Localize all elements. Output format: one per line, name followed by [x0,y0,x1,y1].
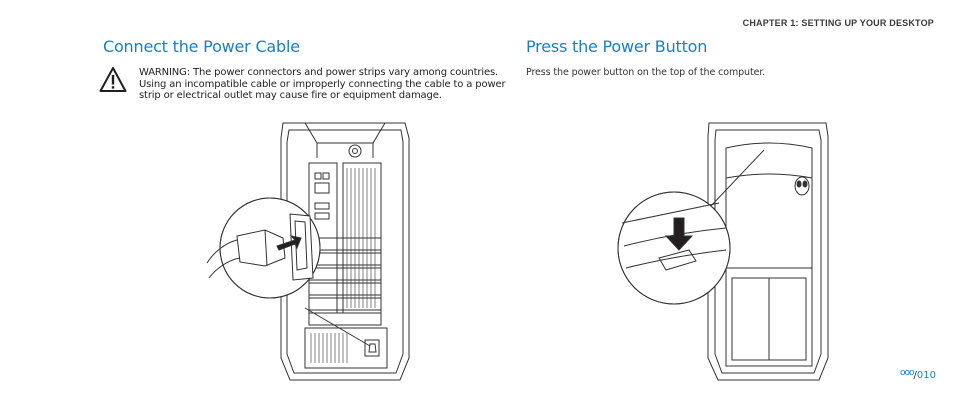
warning-triangle-icon [99,67,127,92]
warning-text: WARNING: The power connectors and power … [139,67,506,101]
page-slash: / [913,370,917,381]
power-cable-illustration [206,122,410,381]
alien-glyph-icon: ooo [900,368,914,378]
power-button-illustration [617,122,829,381]
section-title-power-button: Press the Power Button [526,37,708,56]
chapter-header: CHAPTER 1: SETTING UP YOUR DESKTOP [742,18,934,28]
power-button-instruction: Press the power button on the top of the… [526,67,766,78]
page-number-value: 010 [916,370,936,381]
section-title-power-cable: Connect the Power Cable [103,37,300,56]
page-number: ooo/010 [900,368,936,381]
